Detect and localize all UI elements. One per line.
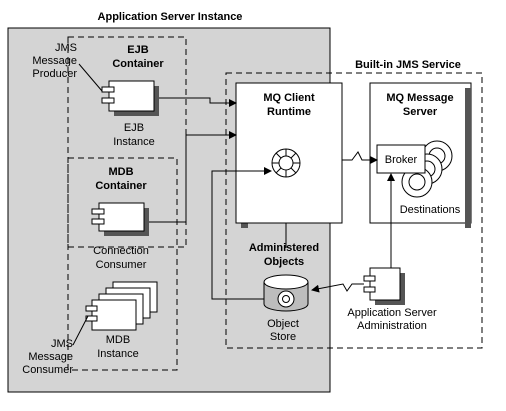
ejb-instance-label-1: EJB: [124, 122, 144, 134]
jms-consumer-label-3: Consumer: [22, 364, 73, 376]
client-runtime-ring-icon: [271, 148, 301, 178]
ejb-instance-component: [101, 80, 159, 116]
ejb-container-label-1: EJB: [127, 44, 148, 56]
admin-to-store-arrow: [311, 283, 364, 293]
ejb-instance-label-2: Instance: [113, 136, 155, 148]
app-server-instance-title: Application Server Instance: [98, 11, 243, 23]
administered-objects-label-2: Objects: [264, 256, 304, 268]
object-store-label-2: Store: [270, 331, 296, 343]
jms-producer-label-2: Message: [32, 55, 77, 67]
mdb-container-boundary: [67, 157, 178, 371]
object-store-label-1: Object: [267, 318, 299, 330]
mq-message-server-label-1: MQ Message: [386, 92, 453, 104]
destinations-label: Destinations: [400, 204, 461, 216]
mq-message-server-label-2: Server: [403, 106, 438, 118]
connection-consumer-component: [91, 202, 149, 236]
broker-box: [376, 144, 426, 174]
ejb-container-label-2: Container: [112, 58, 164, 70]
connection-consumer-label-2: Consumer: [96, 259, 147, 271]
consumer-to-runtime-arrow: [149, 131, 237, 223]
runtime-to-broker-arrow: [342, 151, 378, 164]
mdb-instance-label-1: MDB: [106, 334, 130, 346]
mdb-instance-component: [85, 281, 158, 331]
mq-client-runtime-label-1: MQ Client: [263, 92, 315, 104]
jms-consumer-label-2: Message: [28, 351, 73, 363]
mdb-instance-label-2: Instance: [97, 348, 139, 360]
broker-label: Broker: [385, 154, 418, 166]
store-to-runtime-arrow: [211, 167, 272, 300]
mdb-container-label-1: MDB: [108, 166, 133, 178]
jms-producer-label-1: JMS: [55, 42, 77, 54]
jms-producer-label-3: Producer: [32, 68, 77, 80]
mq-client-runtime-label-2: Runtime: [267, 106, 311, 118]
app-server-admin-label-1: Application Server: [347, 307, 437, 319]
object-store-icon: [263, 274, 309, 312]
consumer-to-mdb-connector: [72, 315, 89, 346]
app-server-admin-label-2: Administration: [357, 320, 427, 332]
ejb-to-runtime-arrow: [159, 97, 237, 107]
jms-consumer-label-1: JMS: [51, 338, 73, 350]
producer-to-ejb-connector: [78, 63, 103, 92]
builtin-jms-service-title: Built-in JMS Service: [355, 59, 461, 71]
mdb-container-label-2: Container: [95, 180, 147, 192]
administered-objects-label-1: Administered: [249, 242, 319, 254]
app-server-admin-component: [363, 267, 405, 305]
builtin-jms-service-boundary: [225, 72, 483, 349]
connection-consumer-label-1: Connection: [93, 245, 149, 257]
